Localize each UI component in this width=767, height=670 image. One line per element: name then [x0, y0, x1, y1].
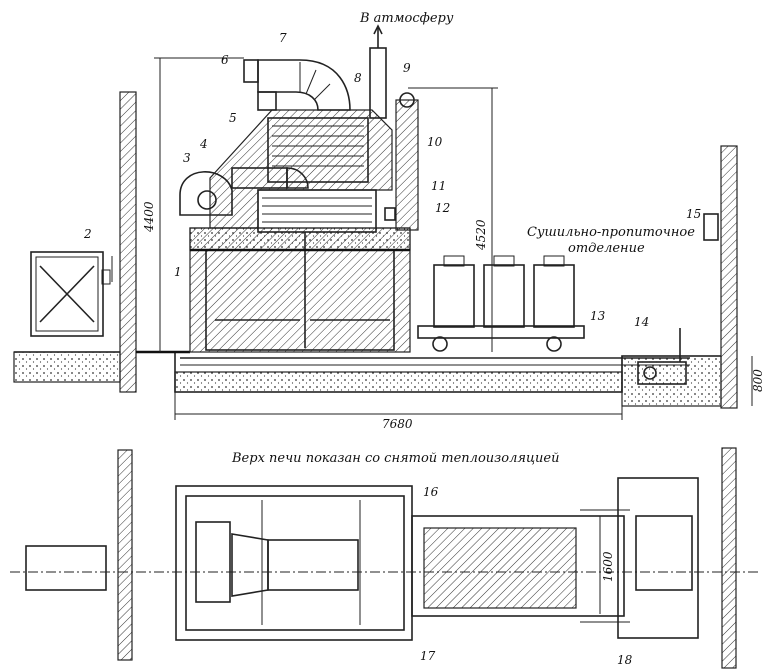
callout-2: 2 — [83, 227, 92, 241]
plan-drive-unit — [635, 515, 693, 591]
dim-track-width: 1600 — [601, 551, 615, 582]
dim-height-total: 4400 — [142, 201, 156, 233]
exhaust-stack — [369, 24, 419, 231]
plan-car-track — [411, 509, 630, 623]
dim-height-duct: 4520 — [474, 219, 488, 251]
atmosphere-label: В атмосферу — [359, 11, 454, 26]
callout-4: 4 — [199, 137, 208, 151]
callout-14: 14 — [634, 315, 649, 329]
plan-wall-right — [721, 447, 737, 669]
callout-13: 13 — [590, 309, 606, 323]
heater-block — [257, 189, 377, 233]
callout-5: 5 — [229, 111, 237, 125]
callout-16: 16 — [423, 485, 439, 499]
right-wall — [720, 145, 738, 409]
control-cabinet — [30, 251, 113, 337]
recirculation-chamber — [209, 109, 393, 229]
pit-floor — [174, 371, 623, 393]
wall-panel — [703, 213, 719, 241]
callout-1: 1 — [174, 265, 182, 279]
elevation-view — [13, 24, 753, 420]
callout-9: 9 — [403, 61, 411, 75]
air-duct — [243, 59, 351, 111]
kiln-body — [189, 227, 411, 353]
plan-drive-room — [617, 477, 699, 639]
floor-slab-right — [621, 355, 722, 407]
plan-view — [10, 447, 760, 669]
fan-assembly — [179, 167, 309, 216]
callout-3: 3 — [183, 151, 191, 165]
section-label-line1: Сушильно-пропиточное — [527, 225, 695, 240]
dim-pit-depth: 800 — [751, 369, 765, 392]
callout-8: 8 — [354, 71, 362, 85]
dim-length-total: 7680 — [382, 417, 413, 431]
callout-7: 7 — [279, 31, 287, 45]
callout-12: 12 — [435, 201, 450, 215]
plan-caption: Верх печи показан со снятой теплоизоляци… — [231, 451, 559, 466]
plan-kiln-outline — [175, 485, 413, 641]
floor-slab-left — [13, 351, 121, 383]
callout-17: 17 — [420, 649, 436, 663]
callout-6: 6 — [221, 53, 229, 67]
plan-wall-left — [117, 449, 133, 661]
callout-10: 10 — [427, 135, 443, 149]
plan-cabinet — [25, 545, 107, 591]
callout-15: 15 — [686, 207, 701, 221]
callout-11: 11 — [431, 179, 446, 193]
section-label-line2: отделение — [568, 241, 645, 256]
left-wall — [119, 91, 137, 393]
impregnation-car — [417, 255, 585, 352]
traction-drive — [637, 328, 687, 385]
callout-18: 18 — [617, 653, 633, 667]
